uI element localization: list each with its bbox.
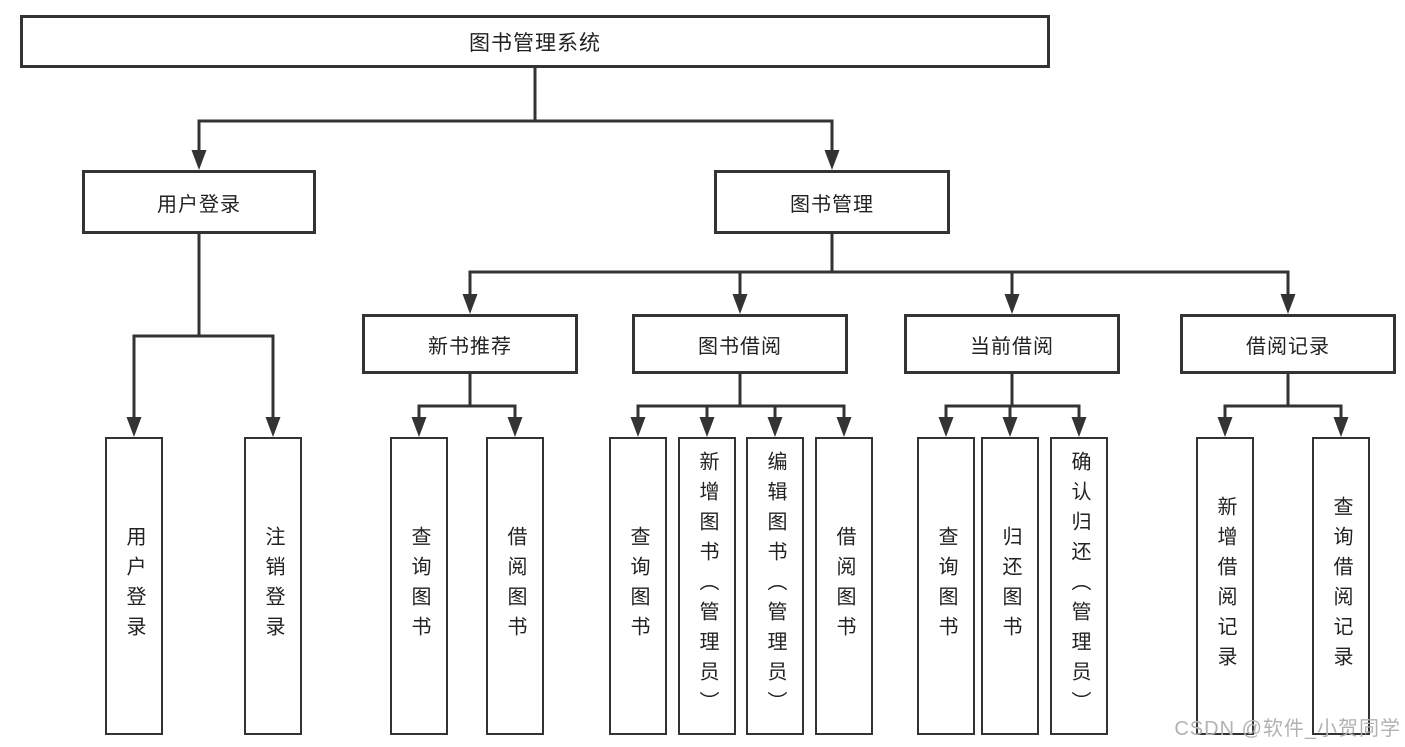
leaf-label: 用户登录 [123,526,145,646]
leaf-borrow-books-newbook: 借阅图书 [486,437,544,735]
leaf-label: 查询借阅记录 [1330,496,1352,676]
leaf-return-book: 归还图书 [981,437,1039,735]
leaf-logout: 注销登录 [244,437,302,735]
leaf-add-book-admin: 新增图书（管理员） [678,437,736,735]
leaf-edit-book-admin: 编辑图书（管理员） [746,437,804,735]
node-book-borrowing: 图书借阅 [632,314,848,374]
node-borrowing-records: 借阅记录 [1180,314,1396,374]
node-user-login: 用户登录 [82,170,316,234]
leaf-label: 借阅图书 [833,526,855,646]
node-book-management: 图书管理 [714,170,950,234]
leaf-label: 注销登录 [262,526,284,646]
leaf-label: 确认归还（管理员） [1068,451,1090,721]
leaf-user-login: 用户登录 [105,437,163,735]
leaf-label: 新增借阅记录 [1214,496,1236,676]
leaf-label: 查询图书 [935,526,957,646]
leaf-query-books-newbook: 查询图书 [390,437,448,735]
leaf-label: 借阅图书 [504,526,526,646]
leaf-query-borrow-record: 查询借阅记录 [1312,437,1370,735]
leaf-query-books-current: 查询图书 [917,437,975,735]
leaf-label: 查询图书 [627,526,649,646]
leaf-confirm-return-admin: 确认归还（管理员） [1050,437,1108,735]
leaf-add-borrow-record: 新增借阅记录 [1196,437,1254,735]
leaf-borrow-books-borrow: 借阅图书 [815,437,873,735]
leaf-label: 新增图书（管理员） [696,451,718,721]
node-new-book-recommendation: 新书推荐 [362,314,578,374]
leaf-label: 查询图书 [408,526,430,646]
node-current-borrowing: 当前借阅 [904,314,1120,374]
leaf-query-books-borrow: 查询图书 [609,437,667,735]
leaf-label: 归还图书 [999,526,1021,646]
node-library-management-system: 图书管理系统 [20,15,1050,68]
leaf-label: 编辑图书（管理员） [764,451,786,721]
